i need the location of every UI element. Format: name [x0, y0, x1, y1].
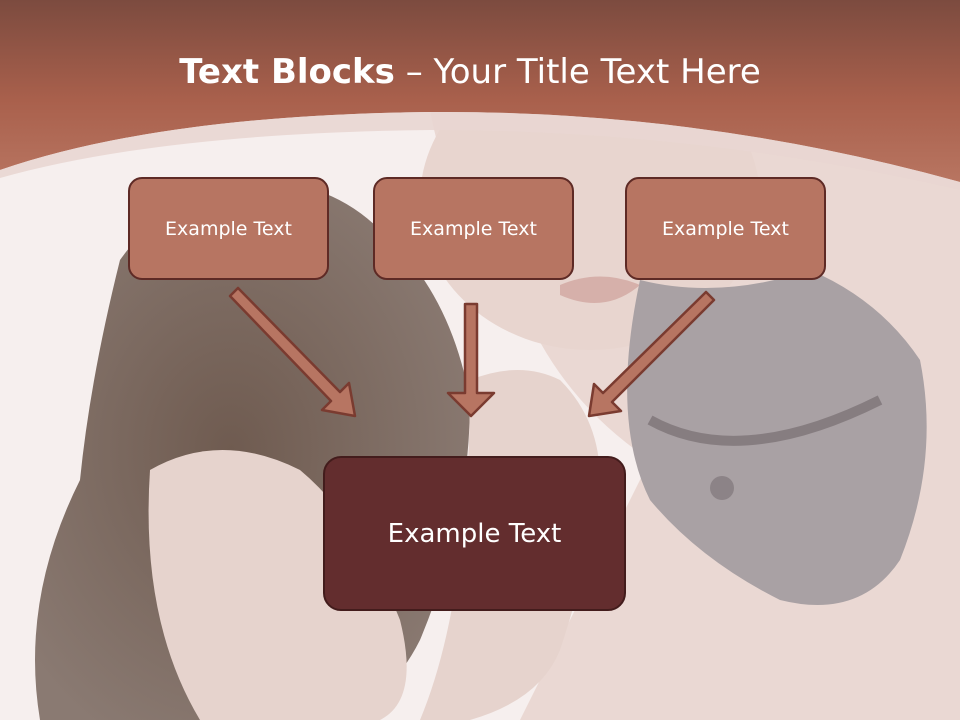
target-text-block-label: Example Text [387, 518, 562, 549]
text-block-2[interactable]: Example Text [373, 177, 574, 280]
text-block-1-label: Example Text [165, 217, 292, 240]
text-block-3[interactable]: Example Text [625, 177, 826, 280]
text-block-1[interactable]: Example Text [128, 177, 329, 280]
title-bold-part: Text Blocks [179, 52, 395, 92]
title-rest-part: – Your Title Text Here [394, 52, 761, 92]
target-text-block[interactable]: Example Text [323, 456, 626, 611]
text-block-2-label: Example Text [410, 217, 537, 240]
slide-title: Text Blocks – Your Title Text Here [0, 52, 940, 92]
text-block-3-label: Example Text [662, 217, 789, 240]
